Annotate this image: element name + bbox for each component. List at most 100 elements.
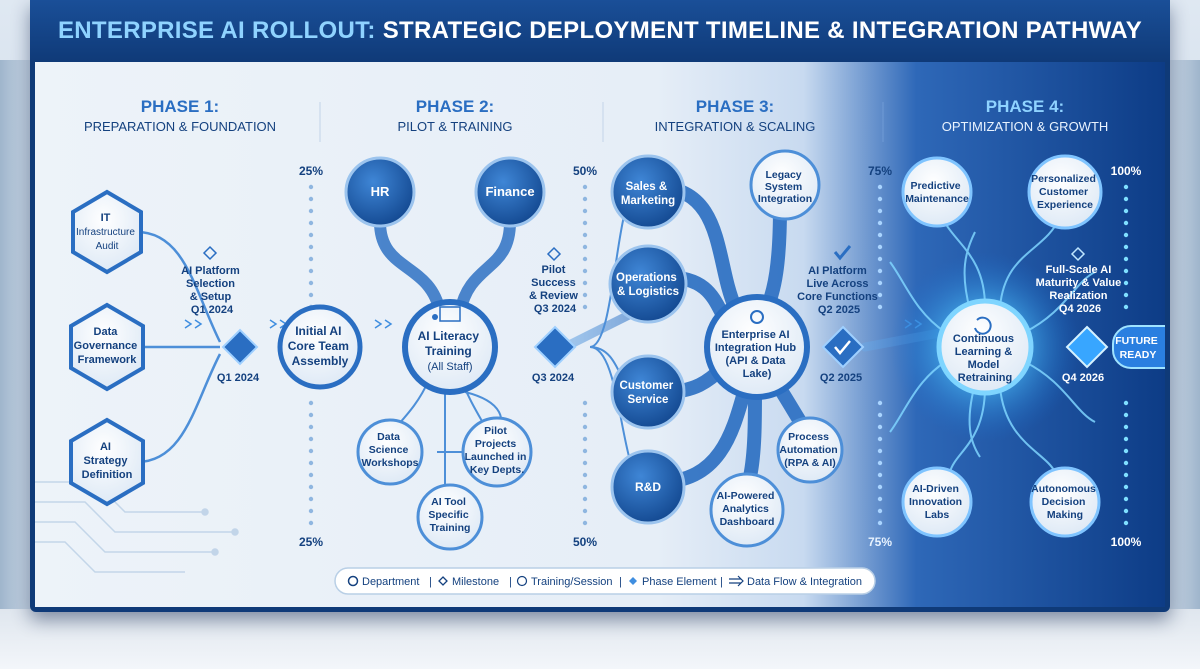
svg-text:Predictive Maintenan: Predictive Maintenance <box>905 180 969 205</box>
check-icon <box>833 245 852 261</box>
progress-dot <box>1123 460 1129 466</box>
progress-dot <box>1123 184 1129 190</box>
progress-dot <box>1123 448 1129 454</box>
legend-data-flow-icon <box>729 575 744 587</box>
legend-training: Training/Session <box>531 576 613 588</box>
legend-milestone-icon <box>438 576 448 586</box>
phase3-date: Q2 2025 <box>820 372 862 384</box>
svg-text:AI-Driven Innovation: AI-Driven Innovation Labs <box>909 483 965 521</box>
diagram-panel: PHASE 1: PREPARATION & FOUNDATION PHASE … <box>35 62 1165 607</box>
legend-department: Department <box>362 576 419 588</box>
svg-text:AI Platform Live Acr: AI Platform Live Across Core Functions Q… <box>797 265 881 316</box>
progress-dot <box>1123 520 1129 526</box>
progress-dot <box>308 496 314 502</box>
node-ai-powered-analytics: AI-Powered Analytics Dashboard <box>709 472 785 548</box>
svg-text:Initial AI Core Team: Initial AI Core Team Assembly <box>288 324 352 368</box>
svg-text:Legacy System: Legacy System Integration <box>758 169 812 205</box>
rollout-diagram: PHASE 1: PREPARATION & FOUNDATION PHASE … <box>35 97 1165 595</box>
progress-dot <box>877 400 883 406</box>
progress-dot <box>877 448 883 454</box>
phase1-diamond <box>221 328 259 366</box>
phase3-branch-lines <box>589 191 641 483</box>
progress-dot <box>582 208 588 214</box>
dept-hr: HR <box>344 156 416 228</box>
phase3-diamond <box>821 325 865 369</box>
svg-text:Data Science: Data Science Workshops <box>362 431 419 469</box>
progress-dot <box>308 448 314 454</box>
svg-text:Enterprise AI Integr: Enterprise AI Integration Hub (API & Dat… <box>715 329 799 380</box>
progress-dot <box>308 208 314 214</box>
progress-dot <box>308 196 314 202</box>
progress-dot <box>877 508 883 514</box>
session-ai-tool-training: AI Tool Specific Training <box>416 483 484 551</box>
legend-separator-4: | <box>720 576 723 588</box>
progress-100-top: 100% <box>1111 164 1142 178</box>
progress-dot <box>1123 436 1129 442</box>
node-predictive-maintenance: Predictive Maintenance <box>901 156 973 228</box>
phase3-title: PHASE 3: <box>696 97 774 116</box>
svg-text:AI Strategy: AI Strategy Definition <box>82 441 133 481</box>
legend-data-flow: Data Flow & Integration <box>747 576 862 588</box>
node-ai-driven-innovation-labs: AI-Driven Innovation Labs <box>901 466 973 538</box>
progress-dot <box>877 520 883 526</box>
title-bar: ENTERPRISE AI ROLLOUT: STRATEGIC DEPLOYM… <box>30 0 1170 62</box>
hex-it-infrastructure-audit: IT Infrastructure Audit <box>71 189 143 275</box>
node-continuous-learning: Continuous Learning & Model Retraining <box>936 298 1034 396</box>
progress-dot <box>308 244 314 250</box>
progress-dot <box>582 232 588 238</box>
future-ready-badge: FUTURE READY <box>1112 325 1165 369</box>
progress-dot <box>308 268 314 274</box>
svg-text:Continuous Learning: Continuous Learning & Model Retraining <box>953 333 1017 384</box>
progress-dot <box>877 484 883 490</box>
milestone-ai-platform-selection: AI Platform Selection & Setup Q1 2024 <box>181 245 240 316</box>
svg-text:IT Infrastructure: IT Infrastructure Audit <box>76 212 138 252</box>
progress-dot <box>582 484 588 490</box>
svg-text:Sales & Marketing: Sales & Marketing <box>621 181 675 207</box>
progress-dot <box>1123 244 1129 250</box>
progress-dot <box>877 196 883 202</box>
progress-dot <box>308 484 314 490</box>
svg-text:Operations & Logisti: Operations & Logistics <box>616 272 680 298</box>
floor <box>0 609 1200 669</box>
progress-dot <box>1123 412 1129 418</box>
progress-75-bottom: 75% <box>868 535 892 549</box>
legend-department-icon <box>347 575 359 587</box>
progress-75-top: 75% <box>868 164 892 178</box>
svg-text:Customer Service: Customer Service <box>620 380 677 406</box>
progress-dot <box>1123 484 1129 490</box>
progress-dot <box>582 412 588 418</box>
phase2-diamond <box>533 325 577 369</box>
progress-dot <box>877 304 883 310</box>
progress-dot <box>308 436 314 442</box>
progress-dot <box>308 400 314 406</box>
dept-rnd: R&D <box>610 449 686 525</box>
progress-dot <box>582 184 588 190</box>
progress-dot <box>582 256 588 262</box>
progress-dot <box>1123 508 1129 514</box>
progress-dot <box>877 436 883 442</box>
progress-dot <box>308 220 314 226</box>
phase1-subtitle: PREPARATION & FOUNDATION <box>84 119 276 134</box>
legend-phase-element: Phase Element <box>642 576 717 588</box>
svg-text:Data Governance: Data Governance Framework <box>74 326 141 366</box>
phase1-date: Q1 2024 <box>217 372 260 384</box>
progress-dot <box>308 184 314 190</box>
svg-text:Pilot Projects: Pilot Projects Launched in Key Depts. <box>465 425 530 476</box>
svg-text:AI Literacy Training: AI Literacy Training (All Staff) <box>418 329 483 373</box>
legend-training-icon <box>516 575 528 587</box>
progress-50-bottom: 50% <box>573 535 597 549</box>
progress-dot <box>582 520 588 526</box>
page-title: ENTERPRISE AI ROLLOUT: STRATEGIC DEPLOYM… <box>30 17 1170 45</box>
refresh-icon <box>974 316 992 335</box>
progress-dot <box>308 520 314 526</box>
progress-dot <box>877 292 883 298</box>
phase1-connectors <box>136 230 222 464</box>
session-data-science-workshops: Data Science Workshops <box>356 418 424 486</box>
progress-dot <box>877 220 883 226</box>
title-main: STRATEGIC DEPLOYMENT TIMELINE & INTEGRAT… <box>382 17 1142 44</box>
dept-customer-service: Customer Service <box>610 354 686 430</box>
progress-dot <box>877 496 883 502</box>
progress-dot <box>877 460 883 466</box>
node-process-automation: Process Automation (RPA & AI) <box>776 416 844 484</box>
progress-dot <box>582 496 588 502</box>
